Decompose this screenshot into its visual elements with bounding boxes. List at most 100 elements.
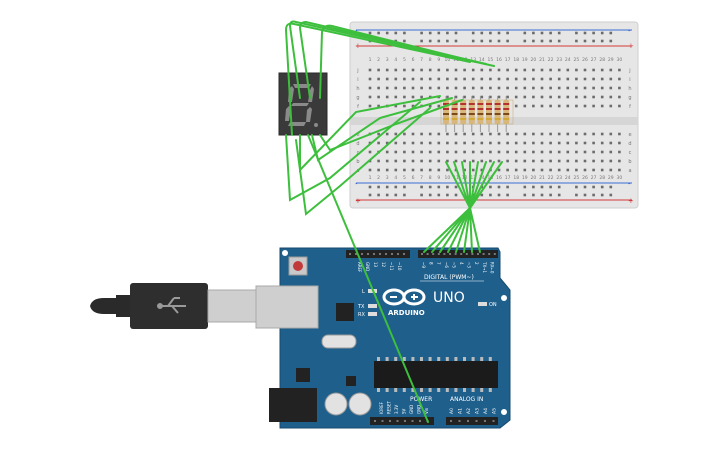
breadboard-hole[interactable] [540, 68, 544, 72]
breadboard-hole[interactable] [514, 104, 518, 108]
breadboard-hole[interactable] [420, 168, 423, 172]
breadboard-hole[interactable] [592, 86, 595, 90]
breadboard-hole[interactable] [471, 168, 475, 172]
breadboard-hole[interactable] [600, 150, 604, 154]
breadboard-hole[interactable] [592, 159, 595, 163]
breadboard-hole[interactable] [540, 95, 544, 99]
breadboard-hole[interactable] [471, 68, 475, 72]
breadboard-hole[interactable] [566, 141, 570, 145]
breadboard-hole[interactable] [514, 159, 518, 163]
jumper-wire[interactable] [307, 134, 429, 423]
breadboard-hole[interactable] [566, 68, 570, 72]
breadboard-hole[interactable] [480, 86, 484, 90]
breadboard-hole[interactable] [514, 168, 518, 172]
jumper-wire[interactable] [288, 20, 495, 99]
breadboard-hole[interactable] [506, 132, 509, 136]
breadboard-hole[interactable] [583, 185, 587, 189]
breadboard-hole[interactable] [446, 95, 449, 99]
breadboard-hole[interactable] [618, 159, 621, 163]
jumper-wire[interactable] [319, 99, 463, 152]
breadboard-hole[interactable] [377, 31, 380, 35]
breadboard-hole[interactable] [446, 31, 449, 35]
breadboard-hole[interactable] [411, 132, 415, 136]
breadboard-hole[interactable] [428, 185, 432, 189]
breadboard-hole[interactable] [575, 39, 578, 43]
breadboard-hole[interactable] [575, 132, 578, 136]
breadboard-hole[interactable] [454, 68, 458, 72]
breadboard-hole[interactable] [592, 95, 595, 99]
breadboard-hole[interactable] [420, 39, 423, 43]
breadboard-hole[interactable] [540, 77, 544, 81]
resistor[interactable] [486, 96, 492, 132]
breadboard-hole[interactable] [549, 159, 552, 163]
breadboard-hole[interactable] [385, 77, 389, 81]
breadboard-hole[interactable] [446, 39, 449, 43]
breadboard-hole[interactable] [566, 104, 570, 108]
breadboard-hole[interactable] [377, 193, 380, 197]
breadboard-hole[interactable] [600, 39, 604, 43]
breadboard-hole[interactable] [532, 168, 535, 172]
breadboard-hole[interactable] [609, 68, 613, 72]
breadboard-hole[interactable] [532, 150, 535, 154]
breadboard-hole[interactable] [446, 86, 449, 90]
breadboard-hole[interactable] [506, 168, 509, 172]
breadboard-hole[interactable] [428, 132, 432, 136]
breadboard-hole[interactable] [497, 31, 501, 35]
breadboard-hole[interactable] [600, 77, 604, 81]
breadboard-hole[interactable] [471, 39, 475, 43]
breadboard-hole[interactable] [618, 150, 621, 154]
breadboard-hole[interactable] [394, 104, 398, 108]
breadboard-hole[interactable] [506, 141, 509, 145]
breadboard-hole[interactable] [523, 39, 527, 43]
breadboard-hole[interactable] [609, 185, 613, 189]
breadboard-hole[interactable] [454, 86, 458, 90]
jumper-wire[interactable] [285, 101, 421, 202]
breadboard-hole[interactable] [497, 141, 501, 145]
breadboard-hole[interactable] [437, 159, 441, 163]
breadboard-hole[interactable] [463, 141, 466, 145]
breadboard-hole[interactable] [489, 159, 492, 163]
breadboard-hole[interactable] [454, 31, 458, 35]
breadboard-hole[interactable] [385, 86, 389, 90]
breadboard-hole[interactable] [480, 150, 484, 154]
breadboard-hole[interactable] [463, 159, 466, 163]
breadboard-hole[interactable] [540, 159, 544, 163]
breadboard-hole[interactable] [583, 193, 587, 197]
breadboard-hole[interactable] [385, 132, 389, 136]
breadboard-hole[interactable] [523, 132, 527, 136]
breadboard-hole[interactable] [489, 193, 492, 197]
breadboard-hole[interactable] [575, 185, 578, 189]
breadboard-hole[interactable] [575, 31, 578, 35]
breadboard-hole[interactable] [523, 185, 527, 189]
breadboard-hole[interactable] [575, 86, 578, 90]
breadboard-hole[interactable] [575, 168, 578, 172]
breadboard-hole[interactable] [532, 31, 535, 35]
breadboard-hole[interactable] [609, 150, 613, 154]
breadboard-hole[interactable] [437, 150, 441, 154]
breadboard-hole[interactable] [428, 31, 432, 35]
breadboard-hole[interactable] [523, 150, 527, 154]
breadboard-hole[interactable] [454, 185, 458, 189]
breadboard-hole[interactable] [609, 95, 613, 99]
breadboard-hole[interactable] [377, 159, 380, 163]
resistor[interactable] [503, 96, 510, 132]
breadboard-hole[interactable] [428, 39, 432, 43]
breadboard-hole[interactable] [446, 193, 449, 197]
usb-cable[interactable] [90, 283, 257, 329]
breadboard-hole[interactable] [549, 95, 552, 99]
breadboard-hole[interactable] [609, 77, 613, 81]
breadboard-hole[interactable] [368, 95, 372, 99]
breadboard-hole[interactable] [385, 168, 389, 172]
breadboard-hole[interactable] [523, 68, 527, 72]
breadboard-hole[interactable] [463, 132, 466, 136]
breadboard-hole[interactable] [575, 159, 578, 163]
breadboard-hole[interactable] [377, 77, 380, 81]
breadboard-hole[interactable] [420, 150, 423, 154]
breadboard-hole[interactable] [420, 159, 423, 163]
breadboard-hole[interactable] [592, 193, 595, 197]
breadboard-hole[interactable] [583, 104, 587, 108]
breadboard-hole[interactable] [368, 150, 372, 154]
breadboard-hole[interactable] [463, 68, 466, 72]
